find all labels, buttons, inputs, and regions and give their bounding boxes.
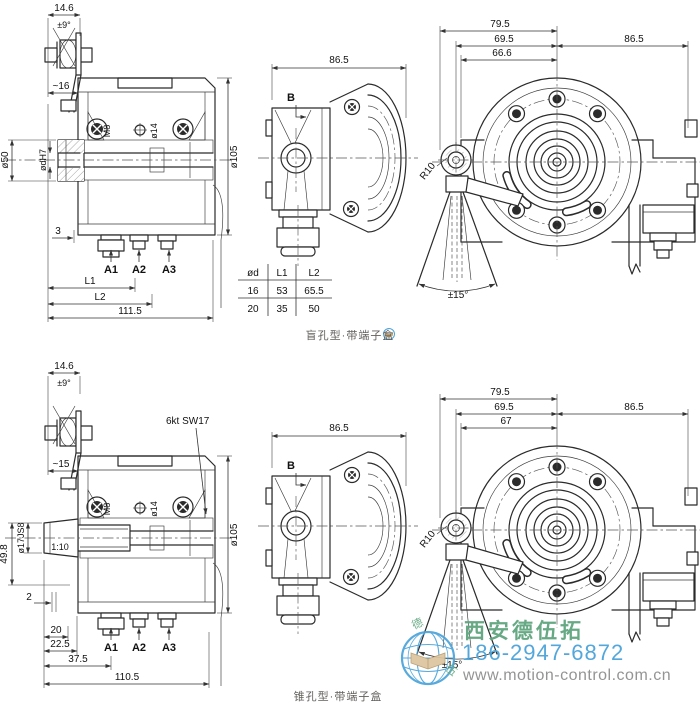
connector-a2-label: A2 (132, 264, 146, 276)
dim-hole: ø14 (149, 501, 159, 517)
dim-79-5: 79.5 (490, 19, 510, 30)
taper-ratio-label: 1:10 (51, 542, 69, 552)
dim-swing: ±15° (448, 290, 469, 301)
view-taper-shaft-side-section: 1:10 14.6 ±9° ~15 6kt SW17 ø105 M8 ø14 ø… (0, 361, 240, 688)
dim-86-5: 86.5 (624, 34, 644, 45)
encoder-side-b-instance-top (257, 83, 419, 267)
table-cell: 16 (247, 286, 259, 297)
table-cell: 20 (247, 304, 259, 315)
dim-shaft: ø17JS8 (16, 522, 26, 553)
dim-total-length: 111.5 (118, 306, 142, 317)
dim-face-offset: 3 (55, 226, 61, 237)
dim-bore: ødH7 (38, 149, 48, 171)
dim-69-5: 69.5 (494, 402, 514, 413)
dim-r10: R10 (418, 161, 438, 183)
view-top-middle-b: 86.5 B (257, 55, 419, 267)
dim-l1: L1 (84, 276, 96, 287)
view-b-label: B (287, 92, 295, 104)
connector-a1-label: A1 (104, 642, 118, 654)
watermark-phone-number: 186-2947-6872 (462, 640, 625, 665)
dim-hole: ø14 (149, 123, 159, 139)
dim-86-5: 86.5 (624, 402, 644, 413)
dim-69-5: 69.5 (494, 34, 514, 45)
dim-20: 20 (50, 625, 62, 636)
connector-a3-label: A3 (162, 264, 176, 276)
view-blind-hollow-side-section: 14.6 ±9° ~16 ø50 ødH7 M8 ø14 ø105 3 A1 A… (0, 3, 240, 322)
table-cell: 50 (308, 304, 320, 315)
view-bottom-middle-b: 86.5 B (257, 423, 419, 635)
caption-taper-hole-type: 锥孔型·带端子盒 (293, 691, 383, 703)
dim-housing: ø105 (229, 145, 240, 168)
dim-collar: ø50 (0, 151, 11, 169)
dim-plate-offset: ~15 (53, 459, 70, 470)
table-header-d: ød (247, 268, 259, 279)
connector-a1-label: A1 (104, 264, 118, 276)
watermark-globe-logo: 德 伍 (400, 615, 459, 686)
dim-coupling-width: 14.6 (54, 361, 74, 372)
dim-coupling-angle: ±9° (57, 20, 71, 30)
dim-height: 49.8 (0, 544, 10, 564)
hex-callout: 6kt SW17 (166, 416, 210, 427)
dim-67: 67 (500, 416, 512, 427)
dim-coupling-angle: ±9° (57, 378, 71, 388)
watermark-website-url: www.motion-control.com.cn (463, 667, 672, 684)
dim-thread: M8 (102, 125, 112, 138)
connector-a3-label: A3 (162, 642, 176, 654)
dim-37-5: 37.5 (68, 654, 88, 665)
dim-66-6: 66.6 (492, 48, 512, 59)
dim-width: 86.5 (329, 423, 349, 434)
dim-22-5: 22.5 (50, 639, 70, 650)
encoder-front-instance-top (417, 70, 700, 291)
watermark-company-name: 西安德伍拓 (464, 620, 584, 643)
table-cell: 65.5 (304, 286, 324, 297)
encoder-side-b-instance-bottom (257, 451, 419, 635)
dim-l2: L2 (94, 292, 106, 303)
dim-total-length: 110.5 (115, 672, 140, 683)
dim-plate-offset: ~16 (53, 81, 70, 92)
connector-a2-label: A2 (132, 642, 146, 654)
dim-2: 2 (26, 592, 32, 603)
dim-coupling-width: 14.6 (54, 3, 74, 14)
table-header-l2: L2 (308, 268, 320, 279)
logo-arc-char-1: 德 (409, 615, 425, 632)
table-cell: 35 (276, 304, 288, 315)
dim-housing: ø105 (229, 523, 240, 546)
table-cell: 53 (276, 286, 288, 297)
taper-shaft (43, 518, 79, 558)
view-b-label: B (287, 460, 295, 472)
view-top-right-front: 79.5 69.5 86.5 66.6 R10 ±15° (417, 19, 700, 301)
dim-79-5: 79.5 (490, 387, 510, 398)
table-header-l1: L1 (276, 268, 288, 279)
dim-width: 86.5 (329, 55, 349, 66)
dim-thread: M8 (102, 503, 112, 516)
caption-blind-hole-type: 盲孔型·带端子盒 (305, 330, 395, 342)
bore-size-table: ød L1 L2 16 53 65.5 20 35 50 (238, 264, 332, 316)
mini-logo-icon (383, 328, 395, 340)
dim-r10: R10 (418, 529, 438, 551)
